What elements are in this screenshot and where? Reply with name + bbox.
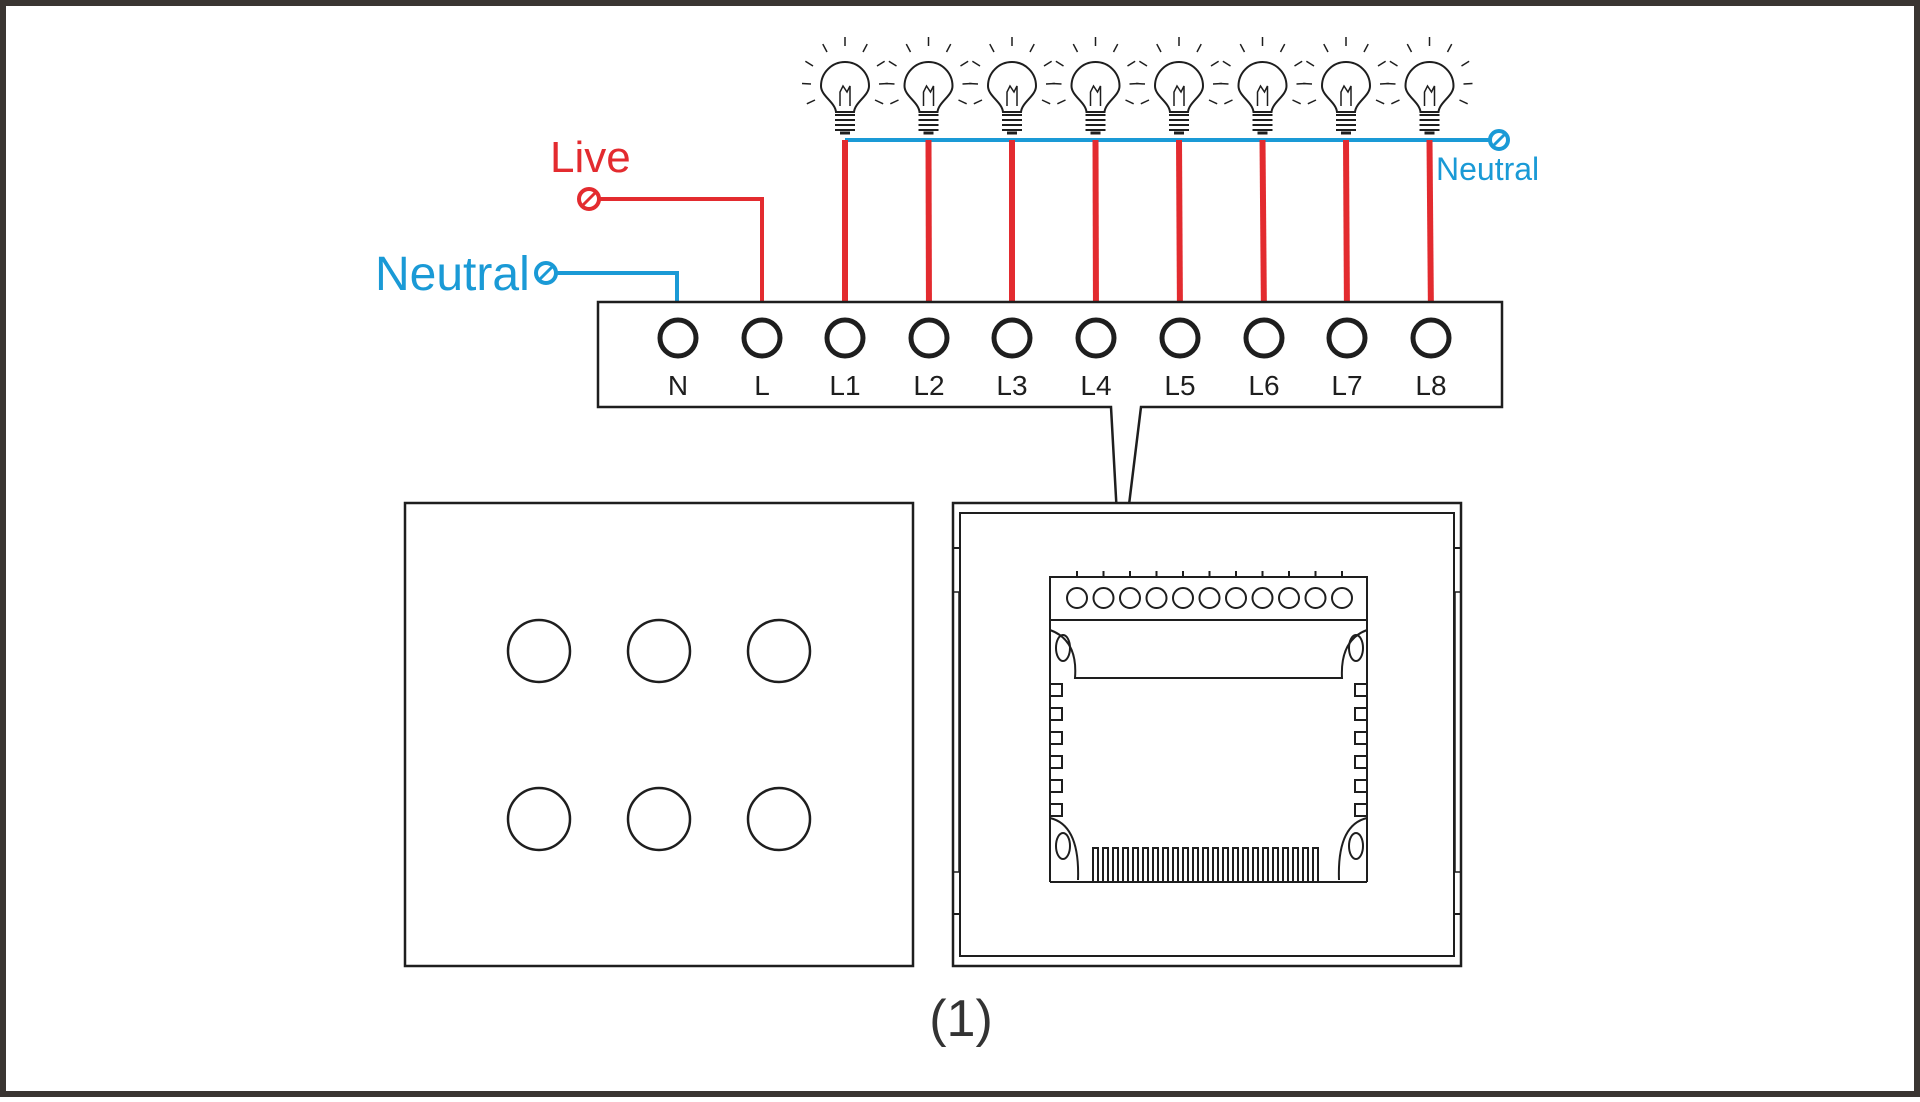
terminal-label: N — [668, 370, 688, 401]
lamp-5 — [1135, 37, 1223, 321]
terminal-screw-icon — [1075, 317, 1117, 359]
terminal-l3: L3 — [991, 317, 1033, 401]
lamp-live-wire — [925, 139, 932, 321]
connector-pin — [1066, 587, 1088, 609]
terminal-l7: L7 — [1326, 317, 1368, 401]
module-connector — [1049, 571, 1368, 621]
touch-button-2 — [626, 618, 692, 684]
light-bulb-icon — [1135, 37, 1223, 135]
figure-caption: (1) — [929, 990, 993, 1048]
terminal-label: L8 — [1415, 370, 1446, 401]
terminal-l6: L6 — [1243, 317, 1285, 401]
terminal-screw-icon — [657, 317, 699, 359]
terminal-label: L1 — [829, 370, 860, 401]
terminal-label: L — [754, 370, 770, 401]
connector-pin — [1092, 587, 1115, 609]
live-label: Live — [550, 133, 631, 182]
terminal-screw-icon — [824, 317, 866, 359]
terminal-screw-icon — [991, 317, 1033, 359]
light-bulb-icon — [1302, 37, 1390, 135]
terminal-l5: L5 — [1159, 317, 1201, 401]
connector-pins — [1066, 571, 1353, 609]
back-module-inner — [959, 512, 1455, 957]
terminal-l4: L4 — [1075, 317, 1117, 401]
connector-pin — [1304, 587, 1327, 609]
terminal-screw-icon — [1243, 317, 1285, 359]
circuit-board — [1049, 620, 1368, 883]
lamp-live-wire — [1426, 139, 1434, 321]
neutral-out-label: Neutral — [1436, 151, 1539, 187]
button-grid — [506, 618, 812, 852]
terminal-n: N — [657, 317, 699, 401]
terminal-label: L7 — [1331, 370, 1362, 401]
terminal-l: L — [741, 317, 783, 401]
terminal-l2: L2 — [908, 317, 950, 401]
terminal-label: L5 — [1164, 370, 1195, 401]
light-bulb-icon — [801, 37, 889, 135]
light-bulb-icon — [1052, 37, 1139, 135]
light-bulb-icon — [1219, 37, 1306, 135]
lamp-live-wire — [1176, 139, 1183, 321]
light-bulb-icon — [885, 37, 972, 135]
back-module — [951, 501, 1463, 968]
front-panel — [403, 501, 915, 968]
connector-pin — [1278, 587, 1300, 609]
terminal-screw-icon — [908, 317, 950, 359]
terminal-label: L3 — [996, 370, 1027, 401]
terminal-label: L2 — [913, 370, 944, 401]
lamp-live-wire — [1343, 139, 1350, 321]
connector-pin — [1225, 587, 1247, 609]
lamp-row — [801, 37, 1473, 321]
lamp-7 — [1302, 37, 1390, 321]
terminal-label: L4 — [1080, 370, 1111, 401]
touch-button-1 — [506, 618, 572, 684]
lamp-2 — [885, 37, 972, 321]
connector-pin — [1331, 587, 1353, 609]
touch-button-5 — [626, 786, 692, 852]
light-bulb-icon — [968, 37, 1056, 135]
terminal-screw-icon — [1410, 317, 1452, 359]
lamp-3 — [968, 37, 1056, 320]
lamp-6 — [1219, 37, 1306, 321]
lamp-live-wire — [1092, 139, 1099, 321]
connector-pin — [1251, 587, 1274, 609]
terminal-l8: L8 — [1410, 317, 1452, 401]
lamp-8 — [1386, 37, 1473, 321]
terminal-block: N L L1 L2 L3 L4 L5 L6 L7 L8 — [596, 300, 1504, 572]
lamp-live-wire — [1259, 139, 1267, 321]
terminal-l1: L1 — [824, 317, 866, 401]
back-module-outer — [951, 501, 1463, 968]
light-bulb-icon — [1386, 37, 1473, 135]
lamp-neutral-bus — [845, 129, 1510, 151]
lamp-4 — [1052, 37, 1139, 321]
board-serrations — [1050, 683, 1367, 882]
connector-pin — [1145, 587, 1168, 609]
terminal-label: L6 — [1248, 370, 1279, 401]
terminal-row: N L L1 L2 L3 L4 L5 L6 L7 L8 — [657, 317, 1452, 401]
neutral-in-label: Neutral — [375, 248, 530, 301]
touch-button-3 — [746, 618, 812, 684]
terminal-screw-icon — [1159, 317, 1201, 359]
connector-pin — [1198, 587, 1221, 609]
connector-pin — [1119, 587, 1141, 609]
terminal-screw-icon — [741, 317, 783, 359]
lamp-1 — [801, 37, 889, 320]
touch-button-4 — [506, 786, 572, 852]
connector-pin — [1172, 587, 1194, 609]
live-input-wire — [577, 187, 764, 326]
terminal-screw-icon — [1326, 317, 1368, 359]
touch-button-6 — [746, 786, 812, 852]
